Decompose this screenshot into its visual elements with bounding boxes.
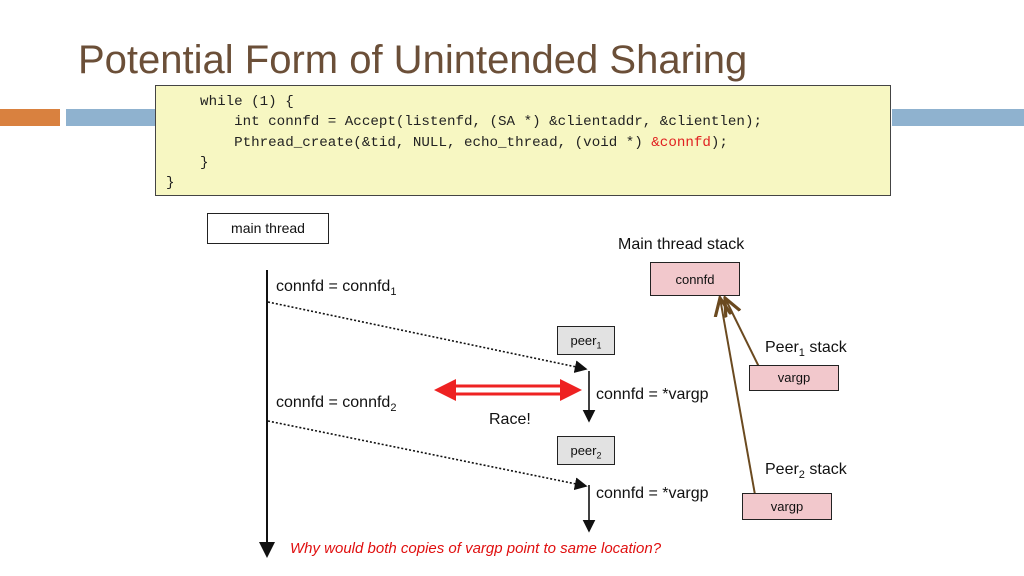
assign-connfd1: connfd = connfd1 bbox=[276, 278, 396, 298]
code-line-4: } bbox=[166, 154, 209, 171]
peer1-assign: connfd = *vargp bbox=[596, 386, 709, 403]
peer2-stack-sub: 2 bbox=[798, 469, 805, 482]
peer2-label: peer bbox=[570, 443, 597, 458]
peer2-stack-suffix: stack bbox=[804, 461, 847, 478]
peer1-label: peer bbox=[570, 333, 597, 348]
code-line-3-start: Pthread_create(&tid, NULL, echo_thread, … bbox=[166, 134, 652, 151]
main-thread-box: main thread bbox=[207, 213, 329, 244]
peer2-stack-text: Peer bbox=[765, 461, 799, 478]
code-text: while (1) { int connfd = Accept(listenfd… bbox=[166, 92, 762, 193]
peer1-sub: 1 bbox=[596, 340, 602, 351]
assign-connfd2: connfd = connfd2 bbox=[276, 394, 396, 414]
vargp1-label: vargp bbox=[777, 370, 811, 385]
assign-connfd1-sub: 1 bbox=[390, 286, 397, 299]
peer1-stack-sub: 1 bbox=[798, 347, 805, 360]
assign-connfd2-text: connfd = connfd bbox=[276, 394, 391, 411]
code-line-5: } bbox=[166, 175, 175, 192]
vargp2-box: vargp bbox=[742, 493, 832, 520]
assign-connfd2-sub: 2 bbox=[390, 402, 397, 415]
vargp2-label: vargp bbox=[770, 499, 804, 514]
accent-bar-blue-right bbox=[892, 109, 1024, 126]
peer2-stack-title: Peer2 stack bbox=[765, 461, 847, 481]
slide-title: Potential Form of Unintended Sharing bbox=[78, 38, 748, 82]
code-line-1: while (1) { bbox=[166, 94, 294, 110]
spawn-line-2 bbox=[267, 420, 588, 491]
main-stack-connfd-box: connfd bbox=[650, 262, 740, 296]
main-stack-connfd-label: connfd bbox=[675, 272, 715, 287]
accent-bar-orange bbox=[0, 109, 60, 126]
code-line-3-end: ); bbox=[710, 134, 728, 151]
main-thread-label: main thread bbox=[231, 220, 305, 236]
spawn-line-1 bbox=[267, 301, 588, 373]
code-line-3: Pthread_create(&tid, NULL, echo_thread, … bbox=[166, 135, 728, 151]
code-line-2: int connfd = Accept(listenfd, (SA *) &cl… bbox=[166, 114, 762, 131]
peer1-stack-title: Peer1 stack bbox=[765, 339, 847, 359]
assign-connfd1-text: connfd = connfd bbox=[276, 278, 391, 295]
peer1-stack-suffix: stack bbox=[804, 339, 847, 356]
peer1-stack-text: Peer bbox=[765, 339, 799, 356]
question-text: Why would both copies of vargp point to … bbox=[290, 540, 662, 557]
vargp1-box: vargp bbox=[749, 365, 839, 391]
peer2-sub: 2 bbox=[596, 450, 602, 461]
peer2-assign: connfd = *vargp bbox=[596, 485, 709, 502]
peer2-box: peer2 bbox=[557, 436, 615, 465]
race-arrow bbox=[434, 379, 582, 401]
code-highlight-connfd: &connfd bbox=[651, 134, 711, 151]
code-block: while (1) { int connfd = Accept(listenfd… bbox=[155, 85, 891, 196]
main-stack-title: Main thread stack bbox=[618, 236, 745, 253]
race-label: Race! bbox=[489, 411, 531, 428]
vargp2-pointer bbox=[720, 298, 758, 507]
peer1-box: peer1 bbox=[557, 326, 615, 355]
accent-bar-blue-left bbox=[66, 109, 156, 126]
